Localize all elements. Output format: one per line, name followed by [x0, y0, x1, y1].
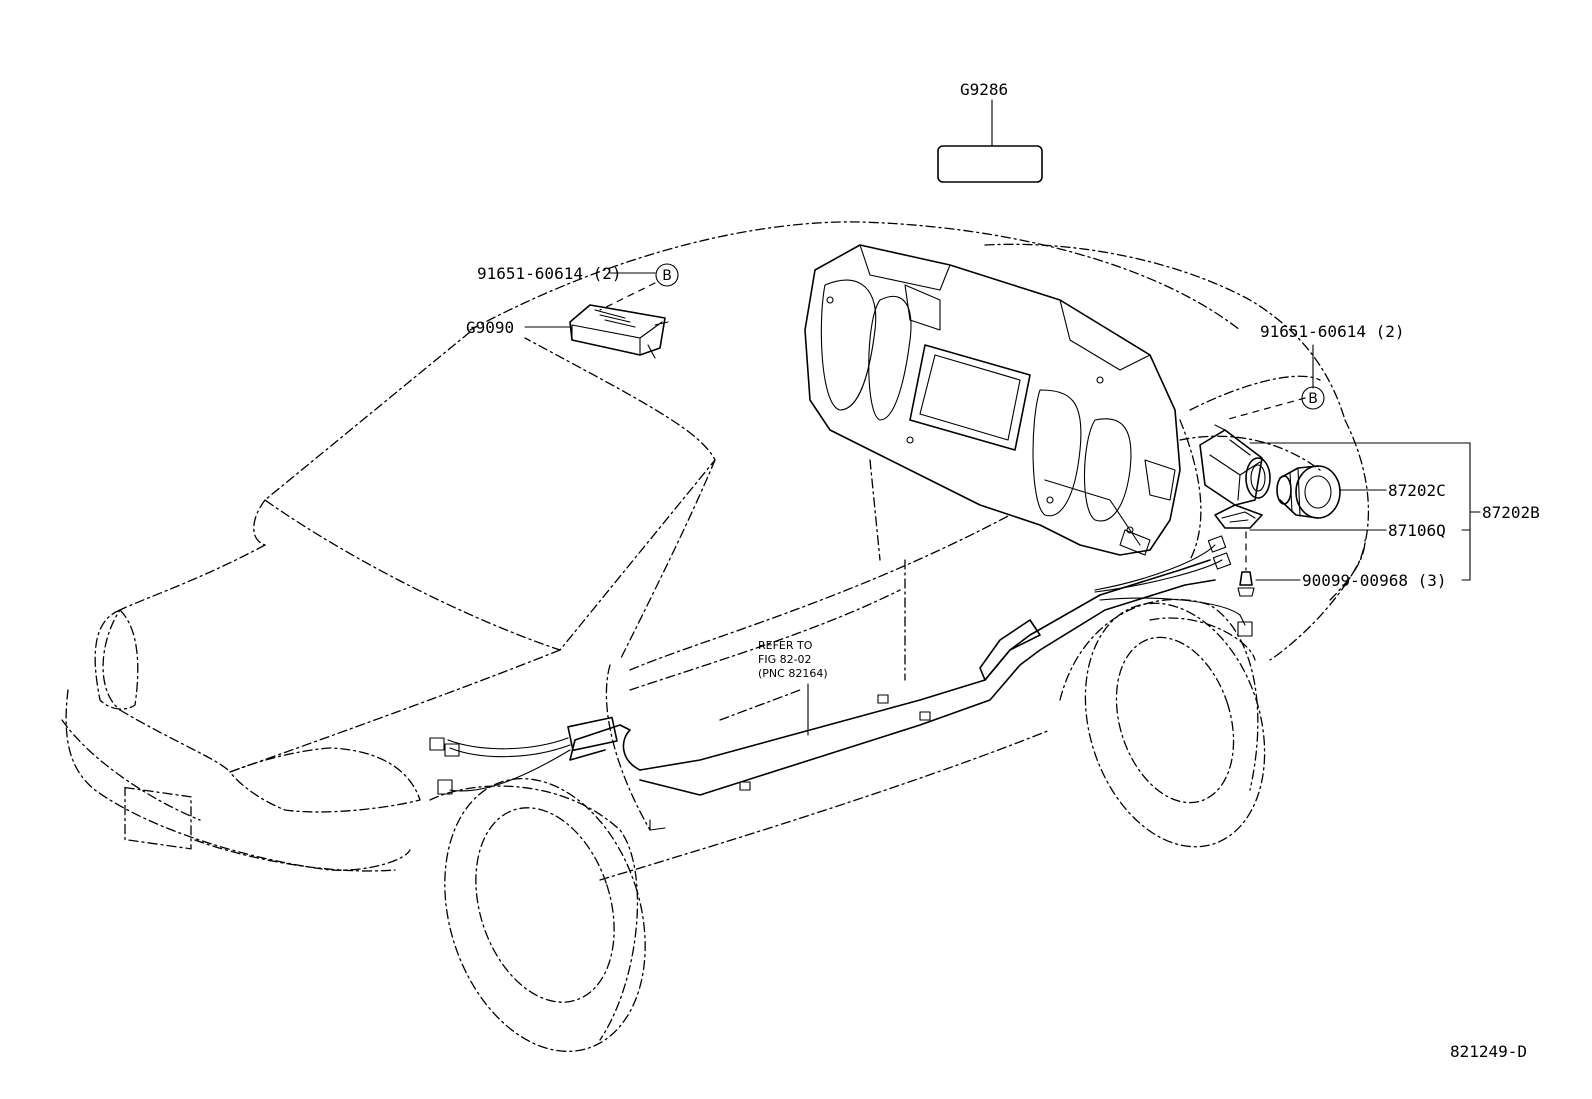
- clip-90099-00968[interactable]: [1237, 571, 1255, 597]
- refer-note-line2[interactable]: FIG 82-02: [758, 653, 812, 666]
- label-clip[interactable]: 90099-00968 (3): [1302, 571, 1447, 590]
- label-plate-g9286[interactable]: [937, 99, 1043, 183]
- module-g9090[interactable]: [569, 304, 669, 359]
- instrument-panel: [804, 244, 1181, 556]
- marker-b-right-text: B: [1308, 391, 1318, 407]
- label-g9090[interactable]: G9090: [466, 318, 514, 337]
- speaker-assembly-87202b[interactable]: [1199, 424, 1271, 506]
- figure-id: 821249-D: [1450, 1042, 1527, 1061]
- car-body-outline: [61, 221, 1370, 1052]
- refer-note-line1: REFER TO: [758, 639, 813, 652]
- leader-lines: [524, 272, 1481, 736]
- reference-marker-b-right: B: [1301, 386, 1325, 410]
- wire-harness: [429, 535, 1253, 831]
- speaker-87202c[interactable]: [1276, 465, 1341, 519]
- bracket-87106q[interactable]: [1214, 504, 1263, 529]
- label-87202b[interactable]: 87202B: [1482, 503, 1540, 522]
- label-87106q[interactable]: 87106Q: [1388, 521, 1446, 540]
- marker-b-left-text: B: [662, 268, 672, 284]
- reference-marker-b-left: B: [655, 263, 679, 287]
- label-87202c[interactable]: 87202C: [1388, 481, 1446, 500]
- label-screw-left[interactable]: 91651-60614 (2): [477, 264, 622, 283]
- label-g9286[interactable]: G9286: [960, 80, 1008, 99]
- refer-note-line3: (PNC 82164): [758, 667, 828, 680]
- label-screw-right[interactable]: 91651-60614 (2): [1260, 322, 1405, 341]
